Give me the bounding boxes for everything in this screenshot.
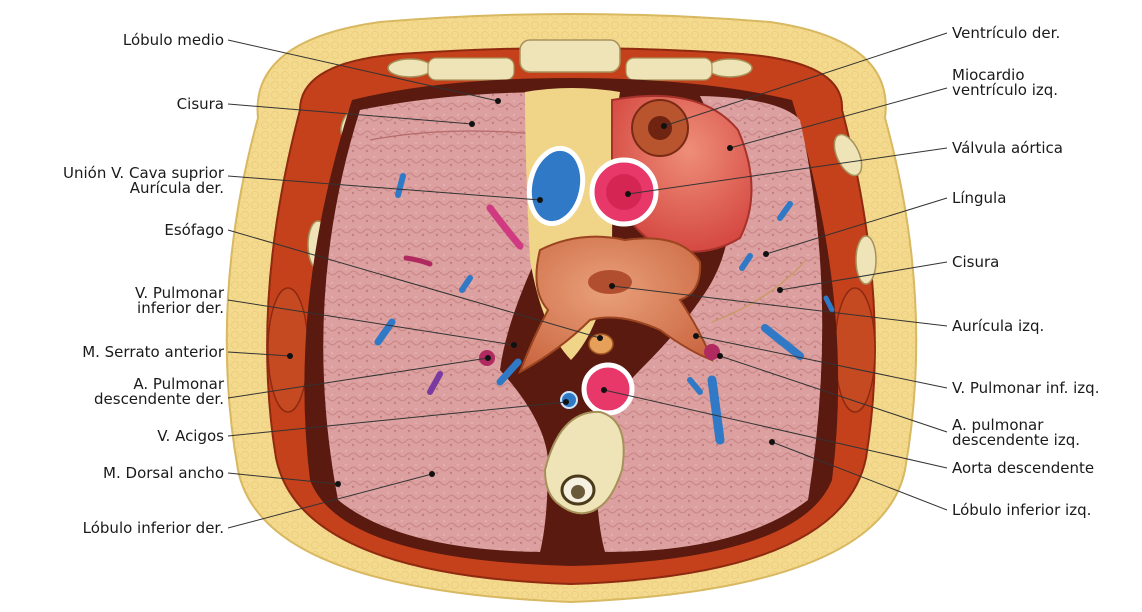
descending-aorta [584, 365, 632, 413]
label-union-cava-line2: Aurícula der. [130, 179, 224, 197]
label-cisura-right: Cisura [952, 253, 999, 271]
label-v-pulmonar-der-line2: inferior der. [137, 299, 224, 317]
labels-left: Lóbulo medio Cisura Unión V. Cava suprio… [63, 31, 225, 537]
label-ventriculo-der: Ventrículo der. [952, 24, 1060, 42]
serratus-anterior-right [835, 288, 875, 412]
label-lobulo-medio: Lóbulo medio [123, 31, 224, 49]
label-auricula-izq: Aurícula izq. [952, 317, 1044, 335]
label-lobulo-inf-izq: Lóbulo inferior izq. [952, 501, 1091, 519]
label-a-pulmonar-der-line2: descendente der. [94, 390, 224, 408]
labels-right: Ventrículo der. Miocardio ventrículo izq… [952, 24, 1099, 519]
label-lobulo-inf-der: Lóbulo inferior der. [83, 519, 224, 537]
label-acigos: V. Acigos [157, 427, 224, 445]
label-lingula: Língula [952, 189, 1006, 207]
sternum [520, 40, 620, 72]
label-cisura-left: Cisura [177, 95, 224, 113]
label-miocardio-line2: ventrículo izq. [952, 81, 1058, 99]
costal-cartilage-right [626, 58, 712, 80]
label-serrato: M. Serrato anterior [82, 343, 225, 361]
label-v-pulmonar-izq: V. Pulmonar inf. izq. [952, 379, 1099, 397]
label-esofago: Esófago [164, 221, 224, 239]
label-dorsal-ancho: M. Dorsal ancho [103, 464, 224, 482]
costal-cartilage-left [428, 58, 514, 80]
label-aorta-desc: Aorta descendente [952, 459, 1094, 477]
azygos-vein [561, 392, 577, 408]
serratus-anterior-left [268, 288, 308, 412]
label-valvula-aortica: Válvula aórtica [952, 139, 1063, 157]
label-a-pulmonar-izq-line2: descendente izq. [952, 431, 1080, 449]
